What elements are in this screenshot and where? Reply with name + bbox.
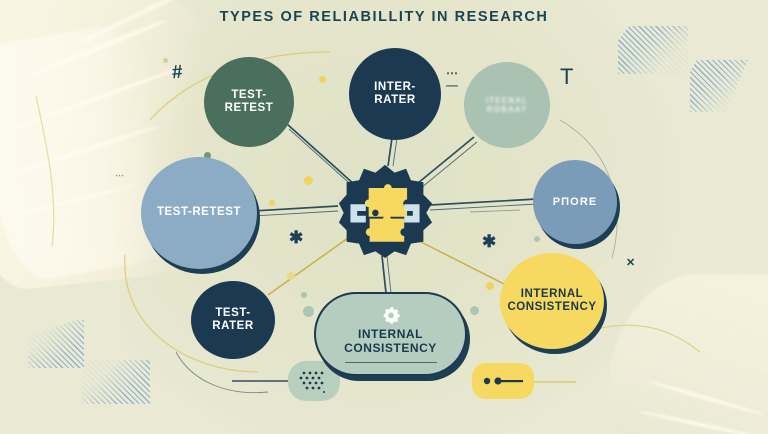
- hash-mark-left-icon: #: [171, 61, 183, 84]
- accent-dot: [287, 272, 295, 280]
- dash-mark-icon: —: [446, 78, 458, 92]
- label-underline: [344, 361, 437, 364]
- node-label: TEST-RETEST: [224, 88, 274, 114]
- accent-dot: [303, 306, 314, 317]
- node-label: TEST-RETEST: [156, 206, 241, 219]
- asterisk-mark-left-icon: ✱: [289, 228, 304, 247]
- x-mark-right-icon: ✕: [626, 257, 636, 269]
- node-label: TEST-RATER: [212, 306, 254, 332]
- accent-dot: [301, 292, 307, 298]
- node-test-rater[interactable]: TEST-RATER: [191, 281, 275, 359]
- node-inter-rater[interactable]: INTER-RATER: [349, 48, 441, 140]
- accent-dot: [486, 282, 494, 290]
- tee-mark-right-icon: T: [560, 64, 574, 89]
- central-gear-hub[interactable]: [337, 163, 433, 259]
- accent-dot: [269, 200, 275, 206]
- asterisk-mark-right-icon: ✱: [482, 232, 497, 251]
- node-label: PΠORE: [552, 195, 598, 208]
- puzzle-pieces: [364, 184, 408, 242]
- node-label: INTER-RATER: [374, 80, 416, 106]
- accent-dot: [534, 236, 540, 242]
- dots-and-line-icon: [483, 377, 523, 385]
- page-title: TYPES OF RELIABILLITY IN RESEARCH: [219, 9, 549, 25]
- node-test-retest-left[interactable]: TEST-RETEST: [141, 157, 257, 269]
- node-test-retest-top[interactable]: TEST-RETEST: [204, 57, 294, 147]
- gear-icon: [381, 305, 401, 325]
- accent-dot: [470, 306, 479, 315]
- accent-dot: [319, 76, 326, 83]
- accent-dot: [163, 58, 168, 63]
- cog-icon: [338, 164, 433, 259]
- yellow-dot-line-chip: [472, 363, 534, 399]
- node-ptore[interactable]: PΠORE: [533, 160, 617, 244]
- dotted-ellipsis-left-icon: ⋯: [115, 170, 127, 180]
- accent-dot: [304, 176, 313, 185]
